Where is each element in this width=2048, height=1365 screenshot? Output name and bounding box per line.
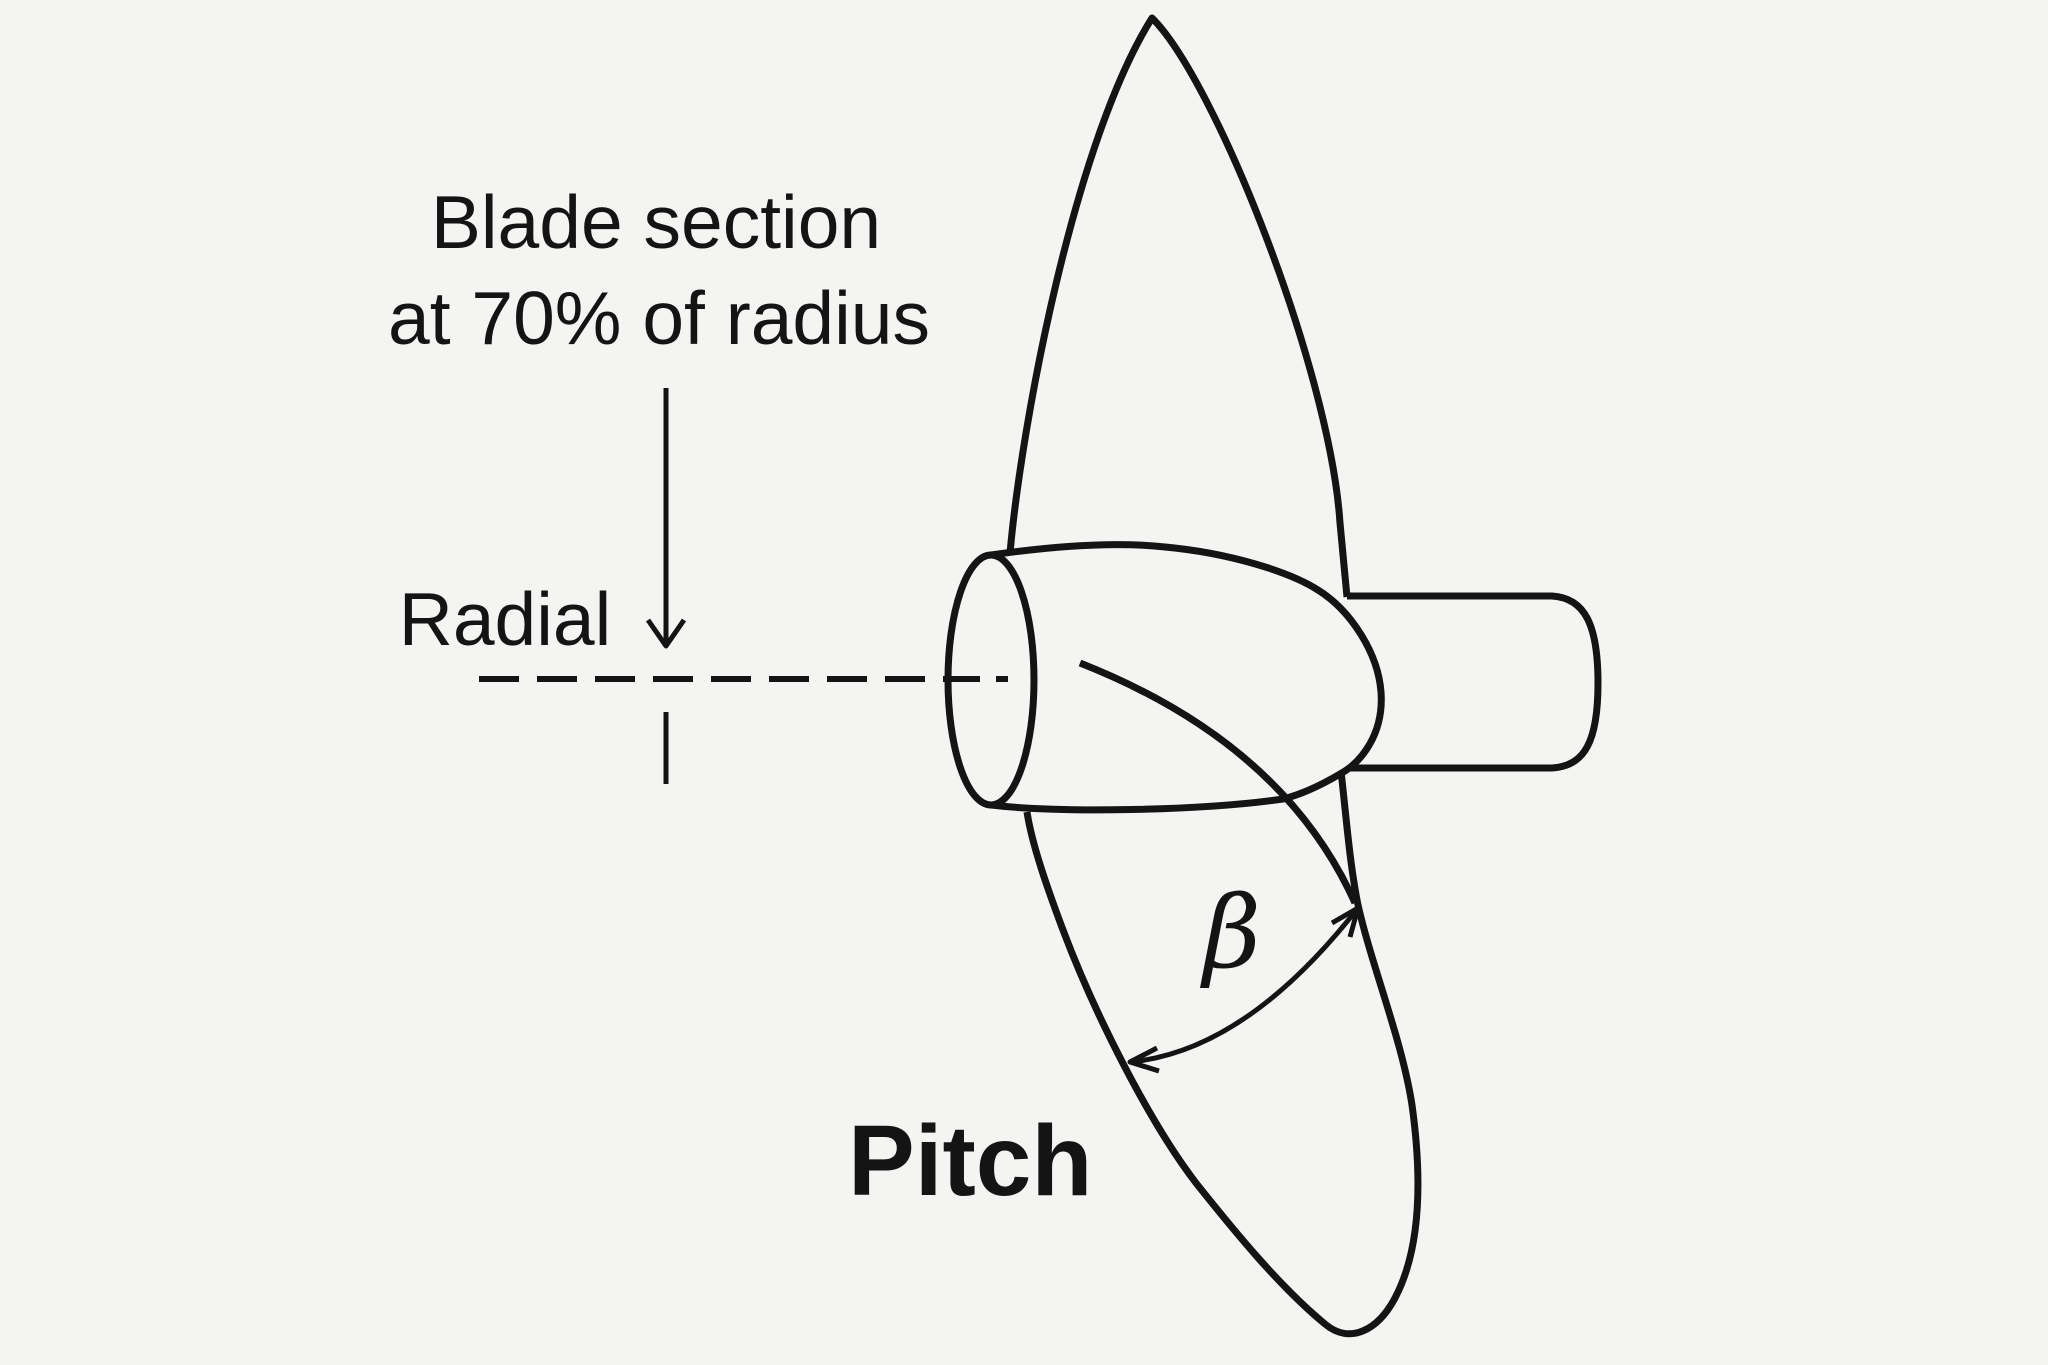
shaft: [1346, 592, 1602, 772]
propeller-group: [944, 14, 1602, 1338]
radial-label: Radial: [399, 577, 612, 661]
pitch-label: Pitch: [848, 1105, 1092, 1217]
beta-label: β: [1199, 874, 1261, 991]
beta-angle-arc: [1129, 906, 1360, 1065]
upper-blade: [1006, 14, 1351, 598]
beta-arc-arrowhead-lower: [1127, 1045, 1160, 1074]
radial-annotation-group: [479, 388, 1008, 784]
blade-section-chord-curve: [1078, 659, 1359, 905]
radial-pointer-arrowhead: [645, 618, 687, 649]
hub-body-fill: [991, 544, 1382, 810]
lower-blade: [1023, 770, 1422, 1338]
hub-body-outline: [990, 541, 1385, 814]
pitch-annotation-group: [1078, 659, 1361, 1074]
blade-section-label-line1: Blade section: [431, 180, 881, 264]
beta-arc-arrowhead-upper: [1330, 905, 1361, 938]
blade-section-label-line2: at 70% of radius: [388, 276, 930, 360]
